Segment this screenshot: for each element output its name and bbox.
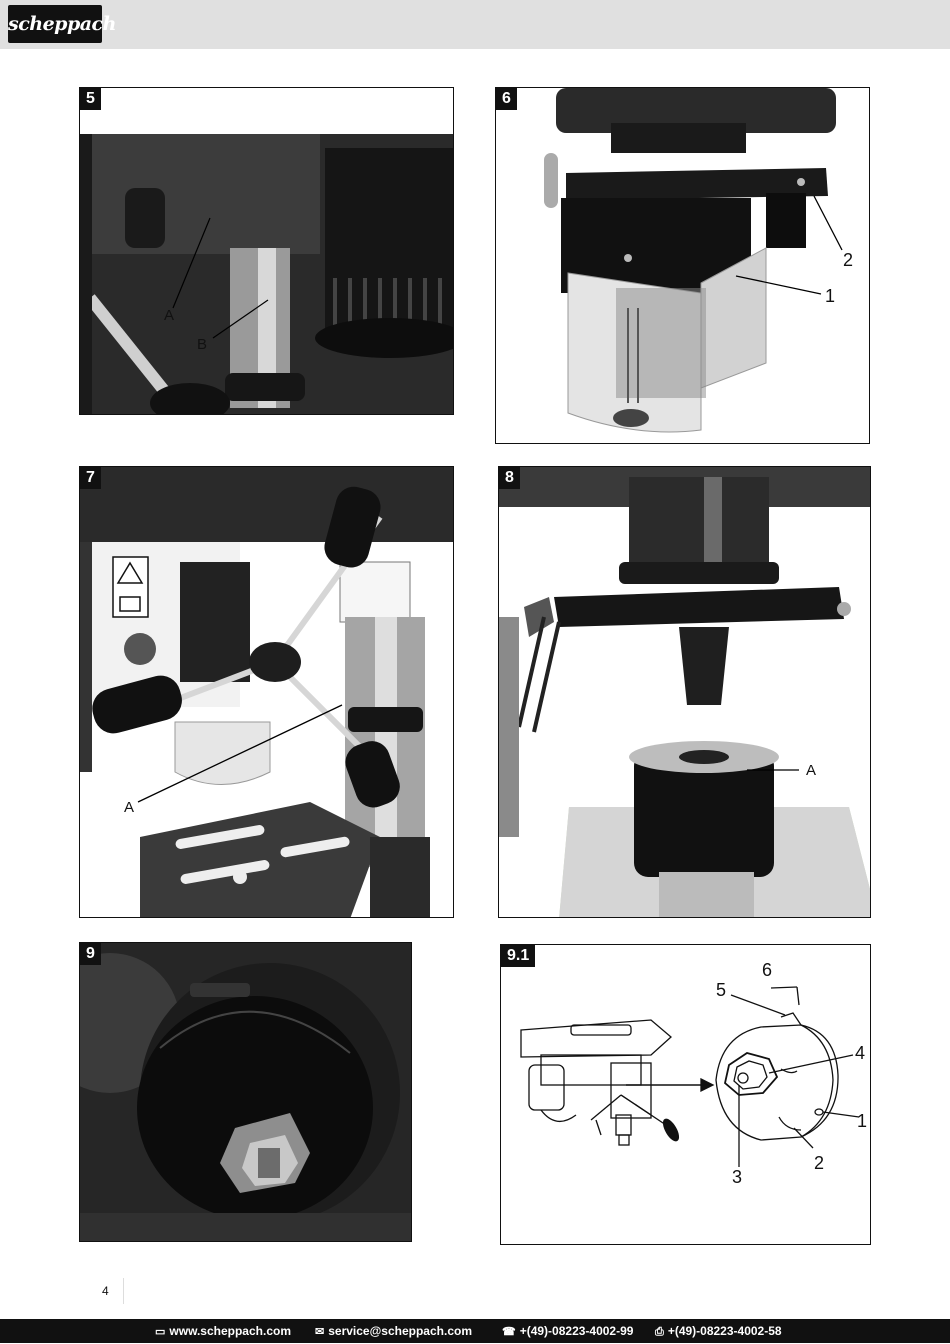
monitor-icon: ▭ <box>155 1326 166 1338</box>
page-number-divider <box>123 1278 124 1304</box>
figure-9-1-line-drawing <box>520 986 860 1167</box>
figure-number: 7 <box>80 467 101 489</box>
page-number: 4 <box>102 1284 109 1298</box>
callout-label: 4 <box>855 1043 866 1063</box>
figure-number: 8 <box>499 467 520 489</box>
figure-8: 8 A <box>498 466 871 918</box>
figure-8-photo <box>499 467 870 917</box>
figure-7-leader-lines <box>137 704 343 803</box>
footer-fax-text: +(49)-08223-4002-58 <box>667 1324 782 1338</box>
callout-label: A <box>124 799 135 816</box>
callout-label: 1 <box>825 286 836 306</box>
footer-phone: ☎+(49)-08223-4002-99 <box>502 1319 633 1344</box>
figure-6: 6 2 1 <box>495 87 870 444</box>
figure-number: 6 <box>496 88 517 110</box>
figure-number: 9 <box>80 943 101 965</box>
figure-8-leader-lines <box>747 769 799 771</box>
footer-phone-text: +(49)-08223-4002-99 <box>519 1324 634 1338</box>
footer-email[interactable]: ✉service@scheppach.com <box>315 1319 472 1344</box>
callout-label: 2 <box>843 250 854 270</box>
footer-bar: ▭www.scheppach.com ✉service@scheppach.co… <box>0 1319 950 1343</box>
figure-5-photo <box>80 134 453 414</box>
figure-9-photo <box>80 943 411 1241</box>
callout-label: A <box>164 307 175 324</box>
header-bar: scheppach <box>0 0 950 49</box>
callout-label: A <box>806 762 817 779</box>
envelope-icon: ✉ <box>315 1326 325 1338</box>
footer-fax: ⎙+(49)-08223-4002-58 <box>655 1319 782 1344</box>
figure-6-photo <box>544 88 836 433</box>
figure-7: 7 A <box>79 466 454 918</box>
figure-7-photo <box>80 467 453 917</box>
fax-icon: ⎙ <box>655 1326 664 1338</box>
callout-label: 1 <box>857 1111 868 1131</box>
callout-label: 2 <box>814 1153 825 1173</box>
footer-website[interactable]: ▭www.scheppach.com <box>155 1319 291 1344</box>
figure-5-leader-lines <box>172 217 269 339</box>
footer-website-text: www.scheppach.com <box>169 1324 291 1338</box>
figure-9: 9 <box>79 942 412 1242</box>
figure-9-1: 9.1 6 5 4 1 2 3 <box>500 944 871 1245</box>
footer-email-text: service@scheppach.com <box>328 1324 472 1338</box>
figure-number: 9.1 <box>501 945 536 967</box>
callout-label: 3 <box>732 1167 743 1187</box>
phone-icon: ☎ <box>502 1326 516 1338</box>
figure-6-leader-lines <box>735 195 843 295</box>
figure-number: 5 <box>80 88 101 110</box>
callout-label: 5 <box>716 980 727 1000</box>
brand-logo: scheppach <box>8 5 116 43</box>
callout-label: 6 <box>762 960 773 980</box>
figure-5: 5 A B <box>79 87 454 415</box>
callout-label: B <box>197 336 208 353</box>
